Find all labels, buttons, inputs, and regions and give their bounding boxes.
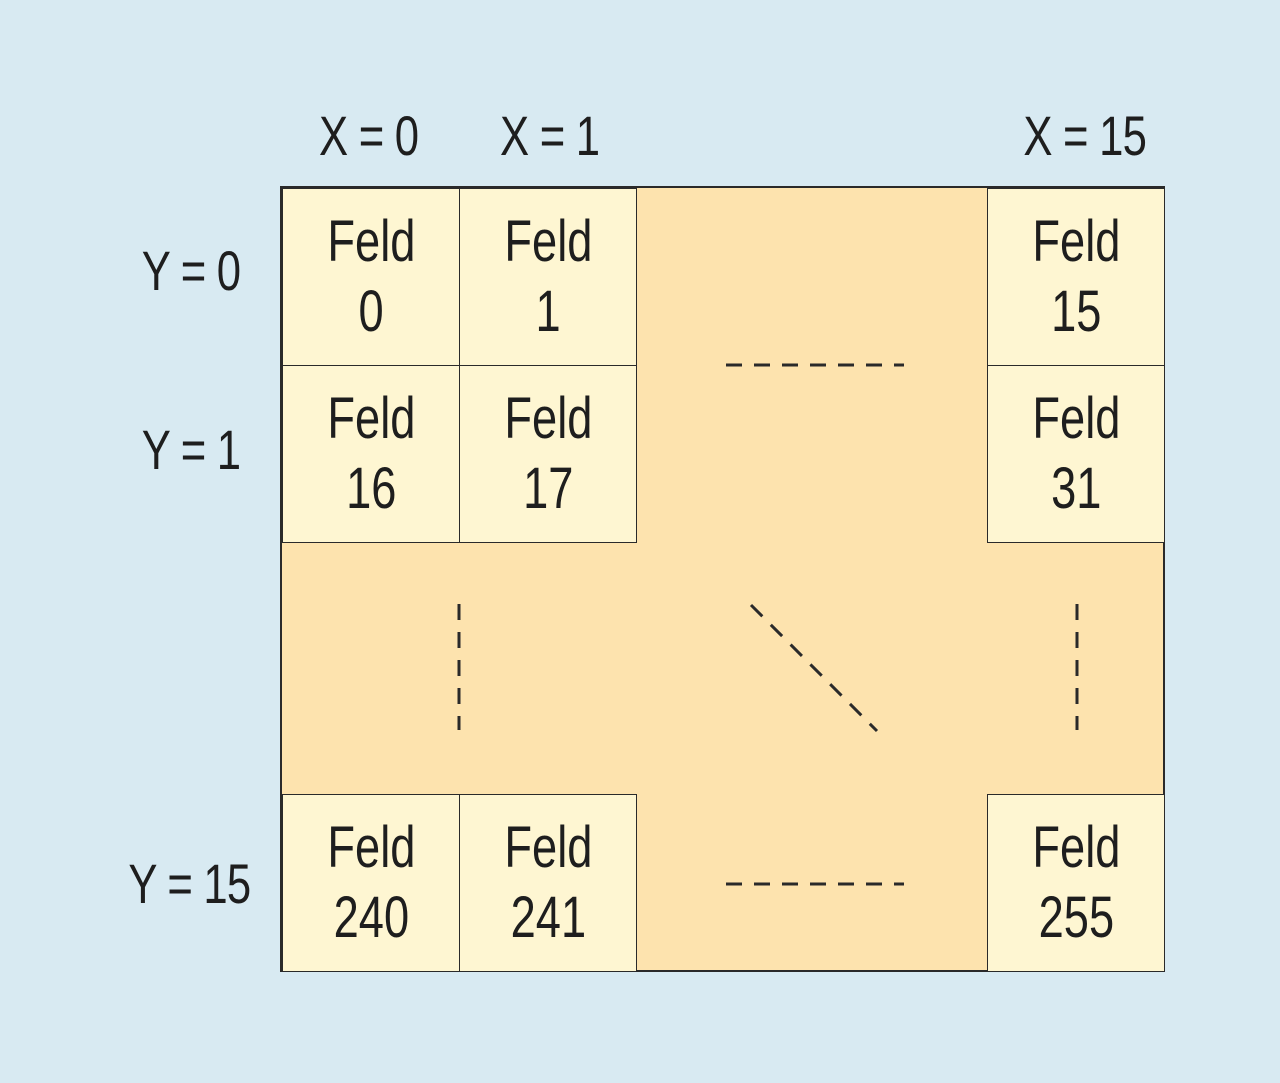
field-word: Feld	[1031, 209, 1120, 274]
field-cell-31: Feld 31	[987, 365, 1165, 543]
field-cell-17: Feld 17	[459, 365, 637, 543]
row-label-y1: Y = 1	[141, 418, 240, 481]
field-number: 240	[333, 885, 409, 950]
field-number: 241	[510, 885, 586, 950]
field-cell-0: Feld 0	[282, 188, 460, 366]
field-number: 17	[522, 456, 574, 521]
field-word: Feld	[503, 815, 592, 880]
field-word: Feld	[503, 209, 592, 274]
row-label-y15: Y = 15	[127, 852, 251, 915]
field-number: 31	[1050, 456, 1102, 521]
field-cell-255: Feld 255	[987, 794, 1165, 972]
row-label-y0: Y = 0	[141, 239, 240, 302]
field-word: Feld	[1031, 386, 1120, 451]
field-word: Feld	[503, 386, 592, 451]
field-number: 16	[345, 456, 397, 521]
field-cell-240: Feld 240	[282, 794, 460, 972]
field-cell-1: Feld 1	[459, 188, 637, 366]
field-word: Feld	[1031, 815, 1120, 880]
column-label-x1: X = 1	[500, 104, 600, 167]
field-cell-16: Feld 16	[282, 365, 460, 543]
field-number: 1	[535, 279, 561, 344]
field-number: 0	[358, 279, 384, 344]
field-grid: Feld 0 Feld 1 Feld 16 Feld 17 Feld 15 Fe…	[280, 186, 1165, 972]
field-cell-241: Feld 241	[459, 794, 637, 972]
field-word: Feld	[326, 209, 415, 274]
field-number: 15	[1050, 279, 1102, 344]
field-word: Feld	[326, 386, 415, 451]
column-label-x15: X = 15	[1023, 104, 1147, 167]
column-label-x0: X = 0	[319, 104, 419, 167]
field-number: 255	[1038, 885, 1114, 950]
field-cell-15: Feld 15	[987, 188, 1165, 366]
field-word: Feld	[326, 815, 415, 880]
